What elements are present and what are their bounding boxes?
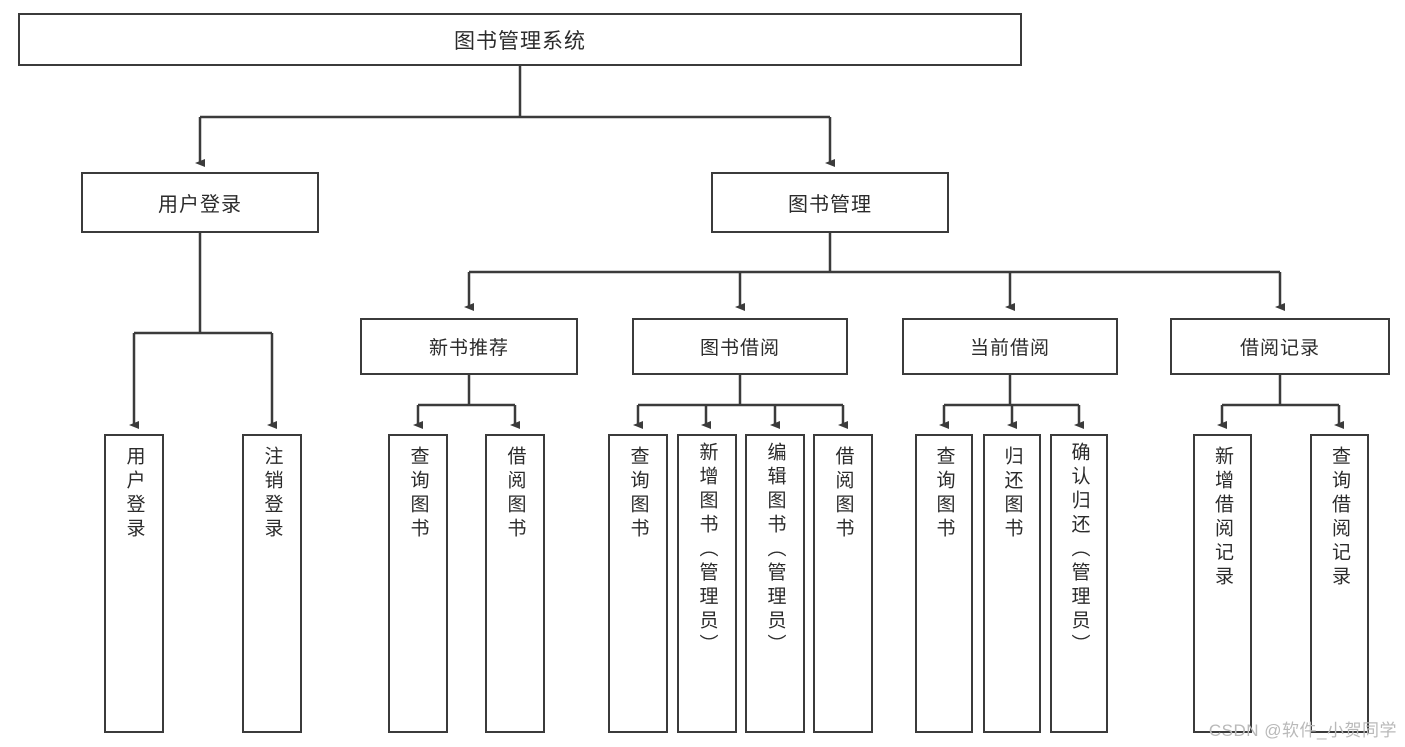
node-leaf-logout[interactable]: 注销登录 — [242, 434, 302, 733]
node-leaf-borrow-book-newbook[interactable]: 借阅图书 — [485, 434, 545, 733]
node-leaf-query-book-current-label: 查询图书 — [933, 446, 955, 542]
node-leaf-user-login[interactable]: 用户登录 — [104, 434, 164, 733]
node-new-book-recommend-label: 新书推荐 — [428, 338, 509, 359]
node-leaf-add-book-admin-label: 新增图书（管理员） — [696, 442, 718, 658]
node-user-login[interactable]: 用户登录 — [81, 172, 319, 233]
csdn-watermark: CSDN @软件_小贺同学 — [1208, 721, 1397, 740]
node-leaf-add-borrow-record[interactable]: 新增借阅记录 — [1193, 434, 1252, 733]
node-leaf-query-borrow-record[interactable]: 查询借阅记录 — [1310, 434, 1369, 733]
node-leaf-edit-book-admin[interactable]: 编辑图书（管理员） — [745, 434, 805, 733]
node-leaf-confirm-return-admin-label: 确认归还（管理员） — [1068, 442, 1090, 658]
node-current-borrow-label: 当前借阅 — [969, 338, 1050, 359]
node-leaf-edit-book-admin-label: 编辑图书（管理员） — [764, 442, 786, 658]
node-book-borrow-label: 图书借阅 — [699, 338, 780, 359]
node-book-management-label: 图书管理 — [788, 194, 872, 216]
node-borrow-record[interactable]: 借阅记录 — [1170, 318, 1390, 375]
node-leaf-logout-label: 注销登录 — [261, 446, 283, 542]
node-leaf-add-book-admin[interactable]: 新增图书（管理员） — [677, 434, 737, 733]
node-leaf-query-book-current[interactable]: 查询图书 — [915, 434, 973, 733]
node-leaf-borrow-book-label: 借阅图书 — [832, 446, 854, 542]
node-borrow-record-label: 借阅记录 — [1239, 338, 1320, 359]
node-leaf-query-book-newbook-label: 查询图书 — [407, 446, 429, 542]
node-leaf-query-book-newbook[interactable]: 查询图书 — [388, 434, 448, 733]
node-leaf-user-login-label: 用户登录 — [123, 446, 145, 542]
node-root-label: 图书管理系统 — [454, 29, 586, 53]
node-leaf-query-book-borrow[interactable]: 查询图书 — [608, 434, 668, 733]
node-leaf-borrow-book[interactable]: 借阅图书 — [813, 434, 873, 733]
node-leaf-query-book-borrow-label: 查询图书 — [627, 446, 649, 542]
node-leaf-return-book-label: 归还图书 — [1001, 446, 1023, 542]
node-leaf-add-borrow-record-label: 新增借阅记录 — [1212, 446, 1233, 590]
node-new-book-recommend[interactable]: 新书推荐 — [360, 318, 578, 375]
node-leaf-borrow-book-newbook-label: 借阅图书 — [504, 446, 526, 542]
node-book-management[interactable]: 图书管理 — [711, 172, 949, 233]
node-book-borrow[interactable]: 图书借阅 — [632, 318, 848, 375]
node-current-borrow[interactable]: 当前借阅 — [902, 318, 1118, 375]
node-user-login-label: 用户登录 — [158, 194, 242, 216]
node-leaf-query-borrow-record-label: 查询借阅记录 — [1329, 446, 1350, 590]
node-leaf-return-book[interactable]: 归还图书 — [983, 434, 1041, 733]
node-root[interactable]: 图书管理系统 — [18, 13, 1022, 66]
node-leaf-confirm-return-admin[interactable]: 确认归还（管理员） — [1050, 434, 1108, 733]
